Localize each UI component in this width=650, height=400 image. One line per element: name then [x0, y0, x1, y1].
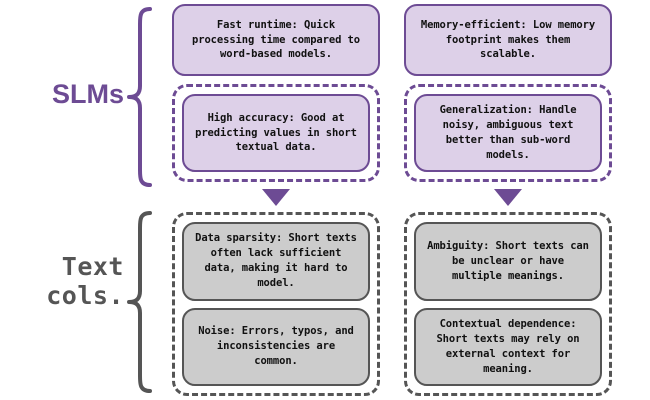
- text-cols-card-noise: Noise: Errors, typos, and inconsistencie…: [182, 307, 370, 386]
- text-cols-column-2: Ambiguity: Short texts can be unclear or…: [404, 212, 612, 396]
- down-triangle-arrow-icon-1: [262, 189, 290, 206]
- row-label-text-cols: Text cols.: [46, 251, 124, 311]
- text-cols-column-1: Data sparsity: Short texts often lack su…: [172, 212, 380, 396]
- text-cols-card-ambiguity: Ambiguity: Short texts can be unclear or…: [414, 222, 602, 301]
- slms-card-generalization: Generalization: Handle noisy, ambiguous …: [414, 94, 602, 172]
- text-cols-dashed-group-1: Data sparsity: Short texts often lack su…: [172, 212, 380, 396]
- slms-dashed-group-1: High accuracy: Good at predicting values…: [172, 84, 380, 182]
- slms-column-1: Fast runtime: Quick processing time comp…: [172, 4, 380, 186]
- down-triangle-arrow-icon-2: [494, 189, 522, 206]
- slms-card-high-accuracy: High accuracy: Good at predicting values…: [182, 94, 370, 172]
- slms-card-fast-runtime: Fast runtime: Quick processing time comp…: [172, 4, 380, 76]
- curly-brace-icon-text-cols: [126, 210, 152, 394]
- text-cols-card-data-sparsity: Data sparsity: Short texts often lack su…: [182, 222, 370, 301]
- curly-brace-icon-slms: [126, 6, 152, 188]
- text-cols-dashed-group-2: Ambiguity: Short texts can be unclear or…: [404, 212, 612, 396]
- row-label-slms: SLMs: [51, 79, 124, 110]
- text-cols-card-contextual-dependence: Contextual dependence: Short texts may r…: [414, 307, 602, 386]
- slms-column-2: Memory-efficient: Low memory footprint m…: [404, 4, 612, 186]
- slms-dashed-group-2: Generalization: Handle noisy, ambiguous …: [404, 84, 612, 182]
- slms-card-memory-efficient: Memory-efficient: Low memory footprint m…: [404, 4, 612, 76]
